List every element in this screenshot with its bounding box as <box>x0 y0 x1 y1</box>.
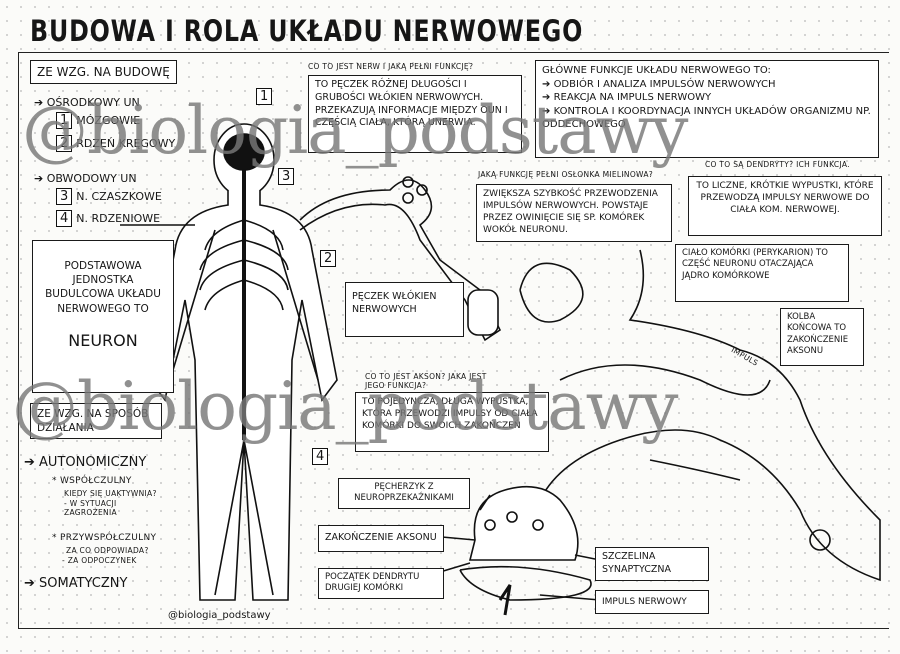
function-item: ➔ KONTROLA I KOORDYNACJA INNYCH UKŁADÓW … <box>542 105 871 131</box>
function-mode-heading: ZE WZG. NA SPOSÓB DZIAŁANIA <box>30 403 162 440</box>
watermark: @biologia_podstawy <box>12 368 678 445</box>
somatic-label: ➔ SOMATYCZNY <box>24 576 128 591</box>
dendrite-start-label: POCZĄTEK DENDRYTU DRUGIEJ KOMÓRKI <box>318 568 444 599</box>
dendrites-answer-box: TO LICZNE, KRÓTKIE WYPUSTKI, KTÓRE PRZEW… <box>688 176 882 236</box>
nerve-impulse-label: IMPULS NERWOWY <box>595 590 709 615</box>
myelin-question: JAKĄ FUNKCJĘ PEŁNI OSŁONKA MIELINOWA? <box>478 170 654 179</box>
myelin-answer-box: ZWIĘKSZA SZYBKOŚĆ PRZEWODZENIA IMPULSÓW … <box>476 184 672 242</box>
peripheral-ns-label: ➔ OBWODOWY UN <box>34 172 137 185</box>
number-badge: 1 <box>56 112 73 129</box>
terminal-bulb-box: KOLBA KOŃCOWA TO ZAKOŃCZENIE AKSONU <box>780 308 864 366</box>
central-ns-text: OŚRODKOWY UN <box>46 96 140 109</box>
function-item: ➔ REAKCJA NA IMPULS NERWOWY <box>542 92 712 103</box>
author-credit: @biologia_podstawy <box>168 610 271 621</box>
item-label: MÓZGOWIE <box>76 114 141 127</box>
central-ns-label: ➔ OŚRODKOWY UN <box>34 96 140 109</box>
neuron-label: NEURON <box>68 330 138 350</box>
autonomic-text: AUTONOMICZNY <box>39 455 147 470</box>
body-label-4: 4 <box>312 448 329 465</box>
body-label-2: 2 <box>320 250 337 267</box>
nerve-question: CO TO JEST NERW I JAKĄ PEŁNI FUNKCJĘ? <box>308 62 474 71</box>
peripheral-ns-text: OBWODOWY UN <box>46 172 137 185</box>
parasympathetic-question: ZA CO ODPOWIADA? <box>66 546 149 555</box>
function-item-text: REAKCJA NA IMPULS NERWOWY <box>553 92 712 103</box>
somatic-text: SOMATYCZNY <box>39 576 128 591</box>
parasympathetic-text: PRZYWSPÓŁCZULNY <box>59 533 157 543</box>
basic-unit-text: PODSTAWOWA JEDNOSTKA BUDULCOWA UKŁADU NE… <box>45 260 161 315</box>
sympathetic-text: WSPÓŁCZULNY <box>59 476 132 486</box>
sympathetic-question: KIEDY SIĘ UAKTYWNIA? <box>64 489 157 498</box>
sympathetic-label: * WSPÓŁCZULNY <box>52 476 132 486</box>
watermark: @biologia_podstawy <box>22 92 688 169</box>
human-body-nervous-system <box>149 123 338 601</box>
autonomic-label: ➔ AUTONOMICZNY <box>24 455 147 470</box>
function-item-text: KONTROLA I KOORDYNACJA INNYCH UKŁADÓW OR… <box>542 105 871 131</box>
item-label: RDZEŃ KRĘGOWY <box>76 137 176 150</box>
vesicle-label: PĘCHERZYK Z NEUROPRZEKAŹNIKAMI <box>338 478 470 509</box>
main-functions-box: GŁÓWNE FUNKCJE UKŁADU NERWOWEGO TO: ➔ OD… <box>535 60 879 158</box>
nerve-bundle-label: PĘCZEK WŁÓKIEN NERWOWYCH <box>345 282 464 337</box>
connector-lines <box>120 224 601 601</box>
parasympathetic-label: * PRZYWSPÓŁCZULNY <box>52 533 157 543</box>
number-badge: 3 <box>56 188 73 205</box>
neuron-drawing <box>519 249 881 582</box>
cell-body-box: CIAŁO KOMÓRKI (PERYKARION) TO CZĘŚĆ NEUR… <box>675 244 849 302</box>
structure-heading: ZE WZG. NA BUDOWĘ <box>30 60 177 85</box>
page-frame <box>18 52 889 629</box>
body-label-3: 3 <box>278 168 295 185</box>
nerve-bundle-drawing <box>299 176 502 342</box>
page-title: BUDOWA I ROLA UKŁADU NERWOWEGO <box>30 14 584 48</box>
sympathetic-answer: - W SYTUACJI ZAGROŻENIA <box>64 499 117 517</box>
axon-answer-box: TO POJEDYNCZA, DŁUGA WYPUSTKA, KTÓRA PRZ… <box>355 392 549 452</box>
basic-unit-box: PODSTAWOWA JEDNOSTKA BUDULCOWA UKŁADU NE… <box>32 240 174 393</box>
axon-question: CO TO JEST AKSON? JAKA JEST JEGO FUNKCJA… <box>365 372 487 390</box>
body-label-1: 1 <box>256 88 273 105</box>
parasympathetic-answer: - ZA ODPOCZYNEK <box>62 556 137 565</box>
synapse-drawing <box>459 485 592 616</box>
number-badge: 4 <box>56 210 73 227</box>
number-badge: 2 <box>56 135 73 152</box>
item-label: N. CZASZKOWE <box>76 190 162 203</box>
item-label: N. RDZENIOWE <box>76 212 161 225</box>
synaptic-cleft-label: SZCZELINA SYNAPTYCZNA <box>595 547 709 581</box>
function-item-text: ODBIÓR I ANALIZA IMPULSÓW NERWOWYCH <box>553 78 776 90</box>
function-item: ➔ ODBIÓR I ANALIZA IMPULSÓW NERWOWYCH <box>542 78 776 90</box>
nerve-answer-box: TO PĘCZEK RÓŻNEJ DŁUGOŚCI I GRUBOŚCI WŁÓ… <box>308 75 522 153</box>
axon-ending-label: ZAKOŃCZENIE AKSONU <box>318 525 444 552</box>
dendrites-question: CO TO SĄ DENDRYTY? ICH FUNKCJA. <box>705 160 850 169</box>
main-functions-heading: GŁÓWNE FUNKCJE UKŁADU NERWOWEGO TO: <box>542 65 771 76</box>
